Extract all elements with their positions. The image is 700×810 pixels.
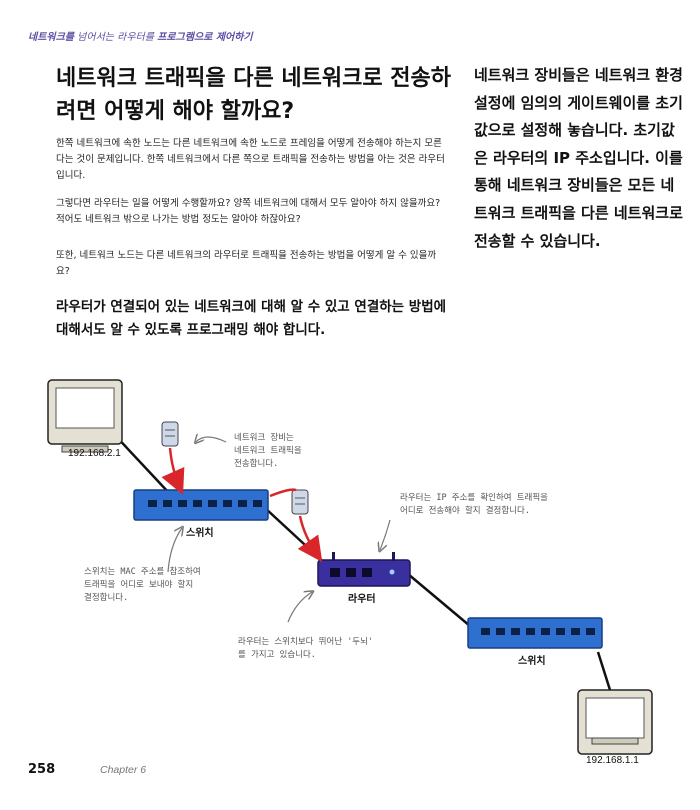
switch-top-icon — [133, 489, 269, 521]
router-label: 라우터 — [348, 594, 376, 605]
data-flow-arrows — [161, 447, 323, 563]
bold-callout: 라우터가 연결되어 있는 네트워크에 대해 알 수 있고 연결하는 방법에 대해… — [56, 299, 447, 338]
switch-bottom-icon — [467, 617, 603, 649]
header-part2: 넘어서는 라우터를 — [74, 32, 158, 43]
paragraph-1: 한쪽 네트워크에 속한 노드는 다른 네트워크에 속한 노드로 프레임을 어떻게… — [56, 138, 445, 181]
computer-bottom-icon — [577, 689, 653, 755]
packet-icon-1 — [161, 421, 179, 447]
sidebar-note: 네트워크 장비들은 네트워크 환경설정에 임의의 게이트웨이를 초기 값으로 설… — [474, 66, 683, 250]
computer-top-icon — [47, 379, 123, 453]
annotation-router-brain: 라우터는 스위치보다 뛰어난 '두뇌' 를 가지고 있습니다. — [238, 637, 374, 660]
ip-label-bottom: 192.168.1.1 — [586, 755, 639, 766]
switch-bottom-label: 스위치 — [518, 656, 546, 667]
chapter-label: Chapter 6 — [100, 764, 147, 776]
page-number: 258 — [28, 762, 56, 777]
router-icon — [317, 552, 411, 587]
ip-label-top: 192.168.2.1 — [68, 448, 121, 459]
header-part1: 네트워크를 — [28, 32, 74, 43]
header-part3: 프로그램으로 제어하기 — [157, 32, 253, 43]
running-header: 네트워크를 넘어서는 라우터를 프로그램으로 제어하기 — [28, 28, 253, 43]
page-title: 네트워크 트래픽을 다른 네트워크로 전송하려면 어떻게 해야 할까요? — [56, 66, 451, 124]
annotation-device: 네트워크 장비는 네트워크 트래픽을 전송합니다. — [234, 433, 302, 469]
annotation-arrows — [167, 437, 391, 623]
packet-icon-2 — [291, 489, 309, 515]
paragraph-3: 또한, 네트워크 노드는 다른 네트워크의 라우터로 트래픽을 전송하는 방법을… — [56, 250, 437, 277]
annotation-router-ip: 라우터는 IP 주소를 확인하여 트래픽을 어디로 전송해야 할지 결정합니다. — [400, 493, 549, 516]
paragraph-2: 그렇다면 라우터는 일을 어떻게 수행할까요? 양쪽 네트워크에 대해서 모두 … — [56, 198, 441, 225]
annotation-switch-mac: 스위치는 MAC 주소를 참조하여 트래픽을 어디로 보내야 할지 결정합니다. — [84, 567, 201, 603]
switch-top-label: 스위치 — [186, 528, 214, 539]
